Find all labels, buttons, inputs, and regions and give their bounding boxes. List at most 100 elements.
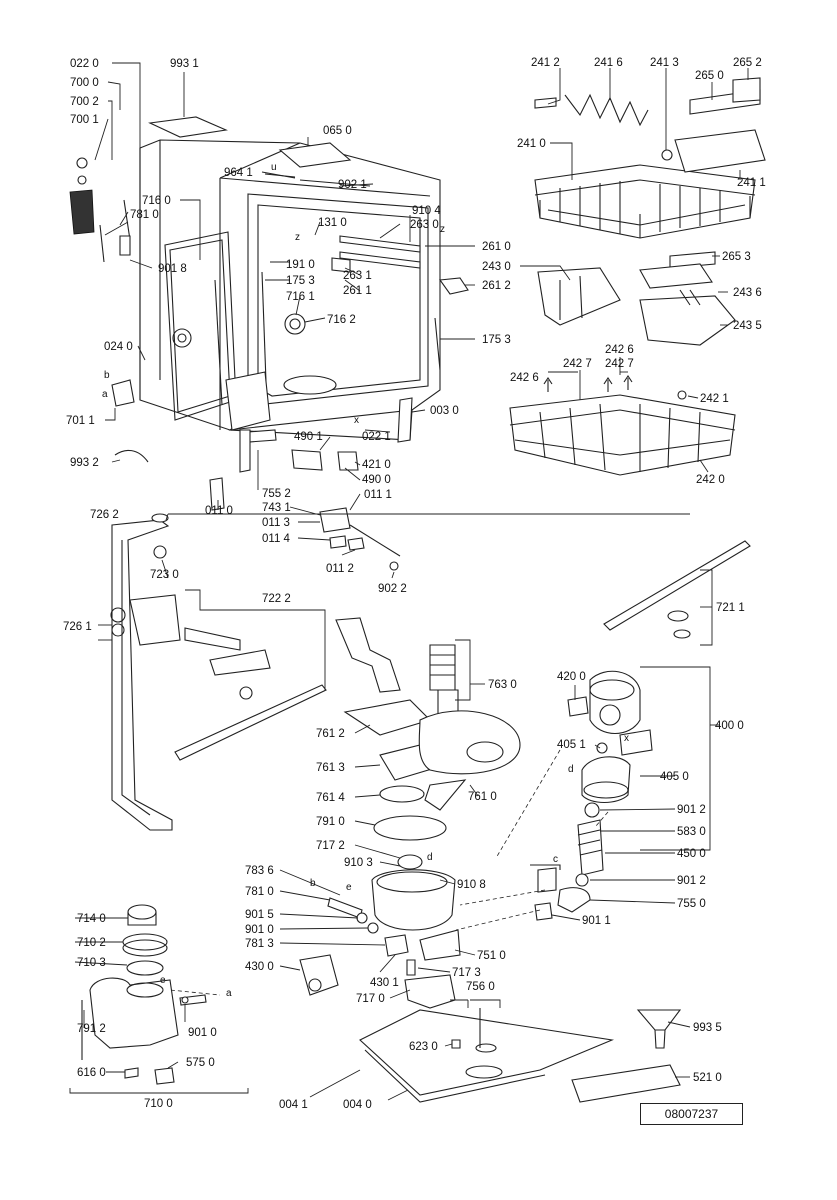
label-901-2-a: 901 2 xyxy=(677,804,706,816)
label-717-3: 717 3 xyxy=(452,967,481,979)
letter-z-2: z xyxy=(440,224,445,235)
label-791-2: 791 2 xyxy=(77,1023,106,1035)
label-011-2: 011 2 xyxy=(326,563,354,575)
letter-c-1: c xyxy=(553,854,558,865)
label-243-6: 243 6 xyxy=(733,287,762,299)
label-430-0: 430 0 xyxy=(245,961,274,973)
label-723-0: 723 0 xyxy=(150,569,179,581)
letter-a-1: a xyxy=(102,389,108,400)
label-700-1: 700 1 xyxy=(70,114,99,126)
label-717-0: 717 0 xyxy=(356,993,385,1005)
spray-arm-assembly xyxy=(110,513,751,831)
label-022-0: 022 0 xyxy=(70,58,99,70)
label-011-4: 011 4 xyxy=(262,533,291,545)
label-710-2: 710 2 xyxy=(77,937,106,949)
label-901-2-b: 901 2 xyxy=(677,875,706,887)
label-993-5: 993 5 xyxy=(693,1022,722,1034)
label-261-1: 261 1 xyxy=(343,285,372,297)
label-761-0: 761 0 xyxy=(468,791,497,803)
label-242-7-b: 242 7 xyxy=(605,358,634,370)
label-242-1: 242 1 xyxy=(700,393,729,405)
label-265-2: 265 2 xyxy=(733,57,762,69)
label-241-0: 241 0 xyxy=(517,138,546,150)
label-521-0: 521 0 xyxy=(693,1072,722,1084)
label-022-1: 022 1 xyxy=(362,431,391,443)
label-450-0: 450 0 xyxy=(677,848,706,860)
label-763-0: 763 0 xyxy=(488,679,517,691)
label-241-6: 241 6 xyxy=(594,57,623,69)
label-430-1: 430 1 xyxy=(370,977,399,989)
label-616-0: 616 0 xyxy=(77,1067,106,1079)
label-781-0-b: 781 0 xyxy=(245,886,274,898)
label-011-0: 011 0 xyxy=(205,505,233,517)
label-710-0: 710 0 xyxy=(144,1098,173,1110)
label-265-3: 265 3 xyxy=(722,251,751,263)
part-labels: 022 0 700 0 700 2 700 1 993 1 065 0 964 … xyxy=(63,57,766,1111)
label-761-2: 761 2 xyxy=(316,728,345,740)
letter-d-2: d xyxy=(427,852,433,863)
label-191-0: 191 0 xyxy=(286,259,315,271)
label-242-7-a: 242 7 xyxy=(563,358,592,370)
racks-assembly xyxy=(509,77,766,476)
label-901-5: 901 5 xyxy=(245,909,274,921)
label-761-4: 761 4 xyxy=(316,792,345,804)
label-791-0: 791 0 xyxy=(316,816,345,828)
letter-a-2: a xyxy=(226,988,232,999)
label-175-3-b: 175 3 xyxy=(482,334,511,346)
label-242-6-a: 242 6 xyxy=(605,344,634,356)
label-910-8: 910 8 xyxy=(457,879,486,891)
label-721-1: 721 1 xyxy=(716,602,745,614)
label-993-1: 993 1 xyxy=(170,58,199,70)
letter-b-1: b xyxy=(104,370,110,381)
label-901-0: 901 0 xyxy=(245,924,274,936)
label-024-0: 024 0 xyxy=(104,341,133,353)
label-263-0: 263 0 xyxy=(410,219,439,231)
label-583-0: 583 0 xyxy=(677,826,706,838)
label-243-5: 243 5 xyxy=(733,320,762,332)
label-781-0: 781 0 xyxy=(130,209,159,221)
label-783-6: 783 6 xyxy=(245,865,274,877)
label-623-0: 623 0 xyxy=(409,1041,438,1053)
label-131-0: 131 0 xyxy=(318,217,347,229)
label-710-3: 710 3 xyxy=(77,957,106,969)
label-755-2: 755 2 xyxy=(262,488,291,500)
leader-lines xyxy=(74,62,749,1101)
letter-x-1: x xyxy=(354,415,359,426)
label-241-3: 241 3 xyxy=(650,57,679,69)
label-700-2: 700 2 xyxy=(70,96,99,108)
label-241-2: 241 2 xyxy=(531,57,560,69)
label-716-0: 716 0 xyxy=(142,195,171,207)
label-175-3-a: 175 3 xyxy=(286,275,315,287)
label-993-2: 993 2 xyxy=(70,457,99,469)
label-490-0: 490 0 xyxy=(362,474,391,486)
label-003-0: 003 0 xyxy=(430,405,459,417)
label-405-0: 405 0 xyxy=(660,771,689,783)
label-756-0: 756 0 xyxy=(466,981,495,993)
label-421-0: 421 0 xyxy=(362,459,391,471)
connection-letters: u z z x b a d b e d c x e a xyxy=(102,162,629,999)
label-243-0: 243 0 xyxy=(482,261,511,273)
letter-u: u xyxy=(271,162,277,173)
label-265-0: 265 0 xyxy=(695,70,724,82)
pump-sump-assembly xyxy=(149,670,682,1103)
label-004-0: 004 0 xyxy=(343,1099,372,1111)
label-902-2: 902 2 xyxy=(378,583,407,595)
label-714-0: 714 0 xyxy=(77,913,106,925)
letter-b-2: b xyxy=(310,878,316,889)
label-241-1: 241 1 xyxy=(737,177,766,189)
letter-d-1: d xyxy=(568,764,574,775)
label-910-4: 910 4 xyxy=(412,205,441,217)
label-700-0: 700 0 xyxy=(70,77,99,89)
label-701-1: 701 1 xyxy=(66,415,95,427)
label-901-8: 901 8 xyxy=(158,263,187,275)
label-490-1: 490 1 xyxy=(294,431,323,443)
label-751-0: 751 0 xyxy=(477,950,506,962)
label-261-0: 261 0 xyxy=(482,241,511,253)
label-400-0: 400 0 xyxy=(715,720,744,732)
label-717-2: 717 2 xyxy=(316,840,345,852)
label-726-1: 726 1 xyxy=(63,621,92,633)
label-065-0: 065 0 xyxy=(323,125,352,137)
tub-assembly xyxy=(69,116,469,571)
label-011-1: 011 1 xyxy=(364,489,392,501)
